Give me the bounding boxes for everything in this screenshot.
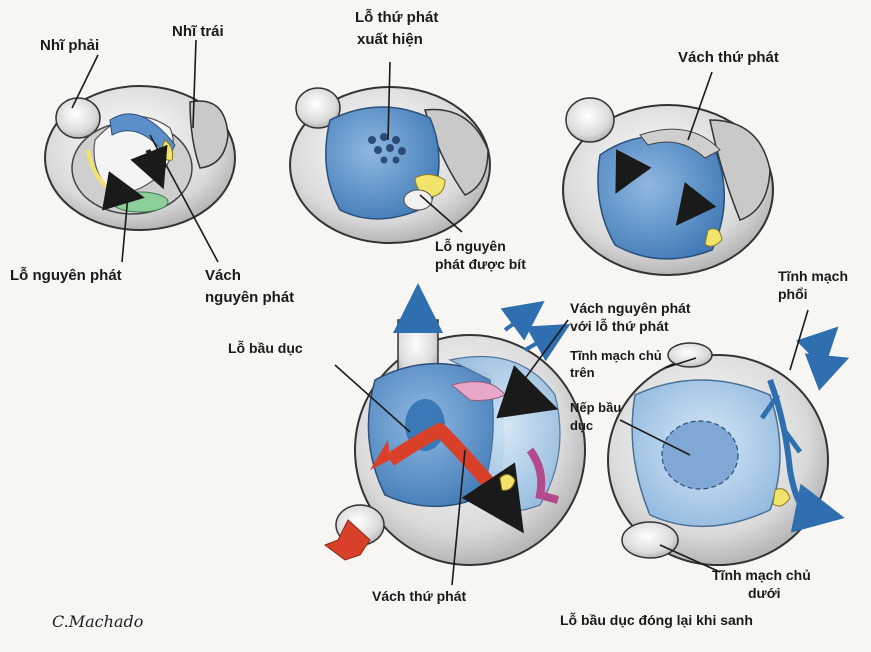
heart-stage-1 — [44, 39, 236, 263]
heart-stage-5 — [607, 309, 850, 573]
heart-stage-2 — [289, 61, 491, 244]
label-nep-bau-duc-line1: Nếp bầu — [570, 400, 622, 415]
label-lo-nguyen-phat-bit-line2: phát được bít — [435, 256, 526, 272]
label-lo-thu-phat-xuat-hien-line1: Lỗ thứ phát — [355, 9, 439, 26]
label-tinh-mach-phoi-line2: phổi — [778, 286, 808, 302]
label-nep-bau-duc-line2: dục — [570, 418, 594, 433]
label-tinh-mach-chu-duoi-line1: Tĩnh mạch chủ — [712, 567, 811, 583]
label-vach-thu-phat-bottom: Vách thứ phát — [372, 588, 467, 604]
label-vach-nguyen-phat-line2: nguyên phát — [205, 289, 295, 306]
label-nhi-trai: Nhĩ trái — [172, 23, 224, 40]
label-nhi-phai: Nhĩ phải — [40, 37, 100, 54]
artist-signature: C.Machado — [52, 612, 144, 631]
label-lo-bau-duc-dong-lai-khi-sanh: Lỗ bầu dục đóng lại khi sanh — [560, 612, 753, 628]
heart-stage-3 — [562, 71, 774, 276]
label-lo-nguyen-phat-bit-line1: Lỗ nguyên — [435, 238, 506, 254]
label-tinh-mach-chu-tren-line1: Tĩnh mạch chủ — [570, 348, 662, 363]
label-lo-thu-phat-xuat-hien-line2: xuất hiện — [357, 31, 423, 48]
label-vach-thu-phat-top: Vách thứ phát — [678, 49, 779, 66]
heart-stage-4 — [323, 283, 586, 586]
label-tinh-mach-phoi-line1: Tĩnh mạch — [778, 268, 849, 284]
label-tinh-mach-chu-duoi-line2: dưới — [748, 585, 781, 601]
label-vach-nguyen-phat-lo-thu-phat-line1: Vách nguyên phát — [570, 300, 691, 316]
label-lo-nguyen-phat: Lỗ nguyên phát — [10, 267, 122, 284]
label-tinh-mach-chu-tren-line2: trên — [570, 365, 595, 380]
label-vach-nguyen-phat-line1: Vách — [205, 267, 241, 284]
label-lo-bau-duc: Lỗ bầu dục — [228, 340, 303, 356]
label-vach-nguyen-phat-lo-thu-phat-line2: với lỗ thứ phát — [570, 318, 669, 334]
